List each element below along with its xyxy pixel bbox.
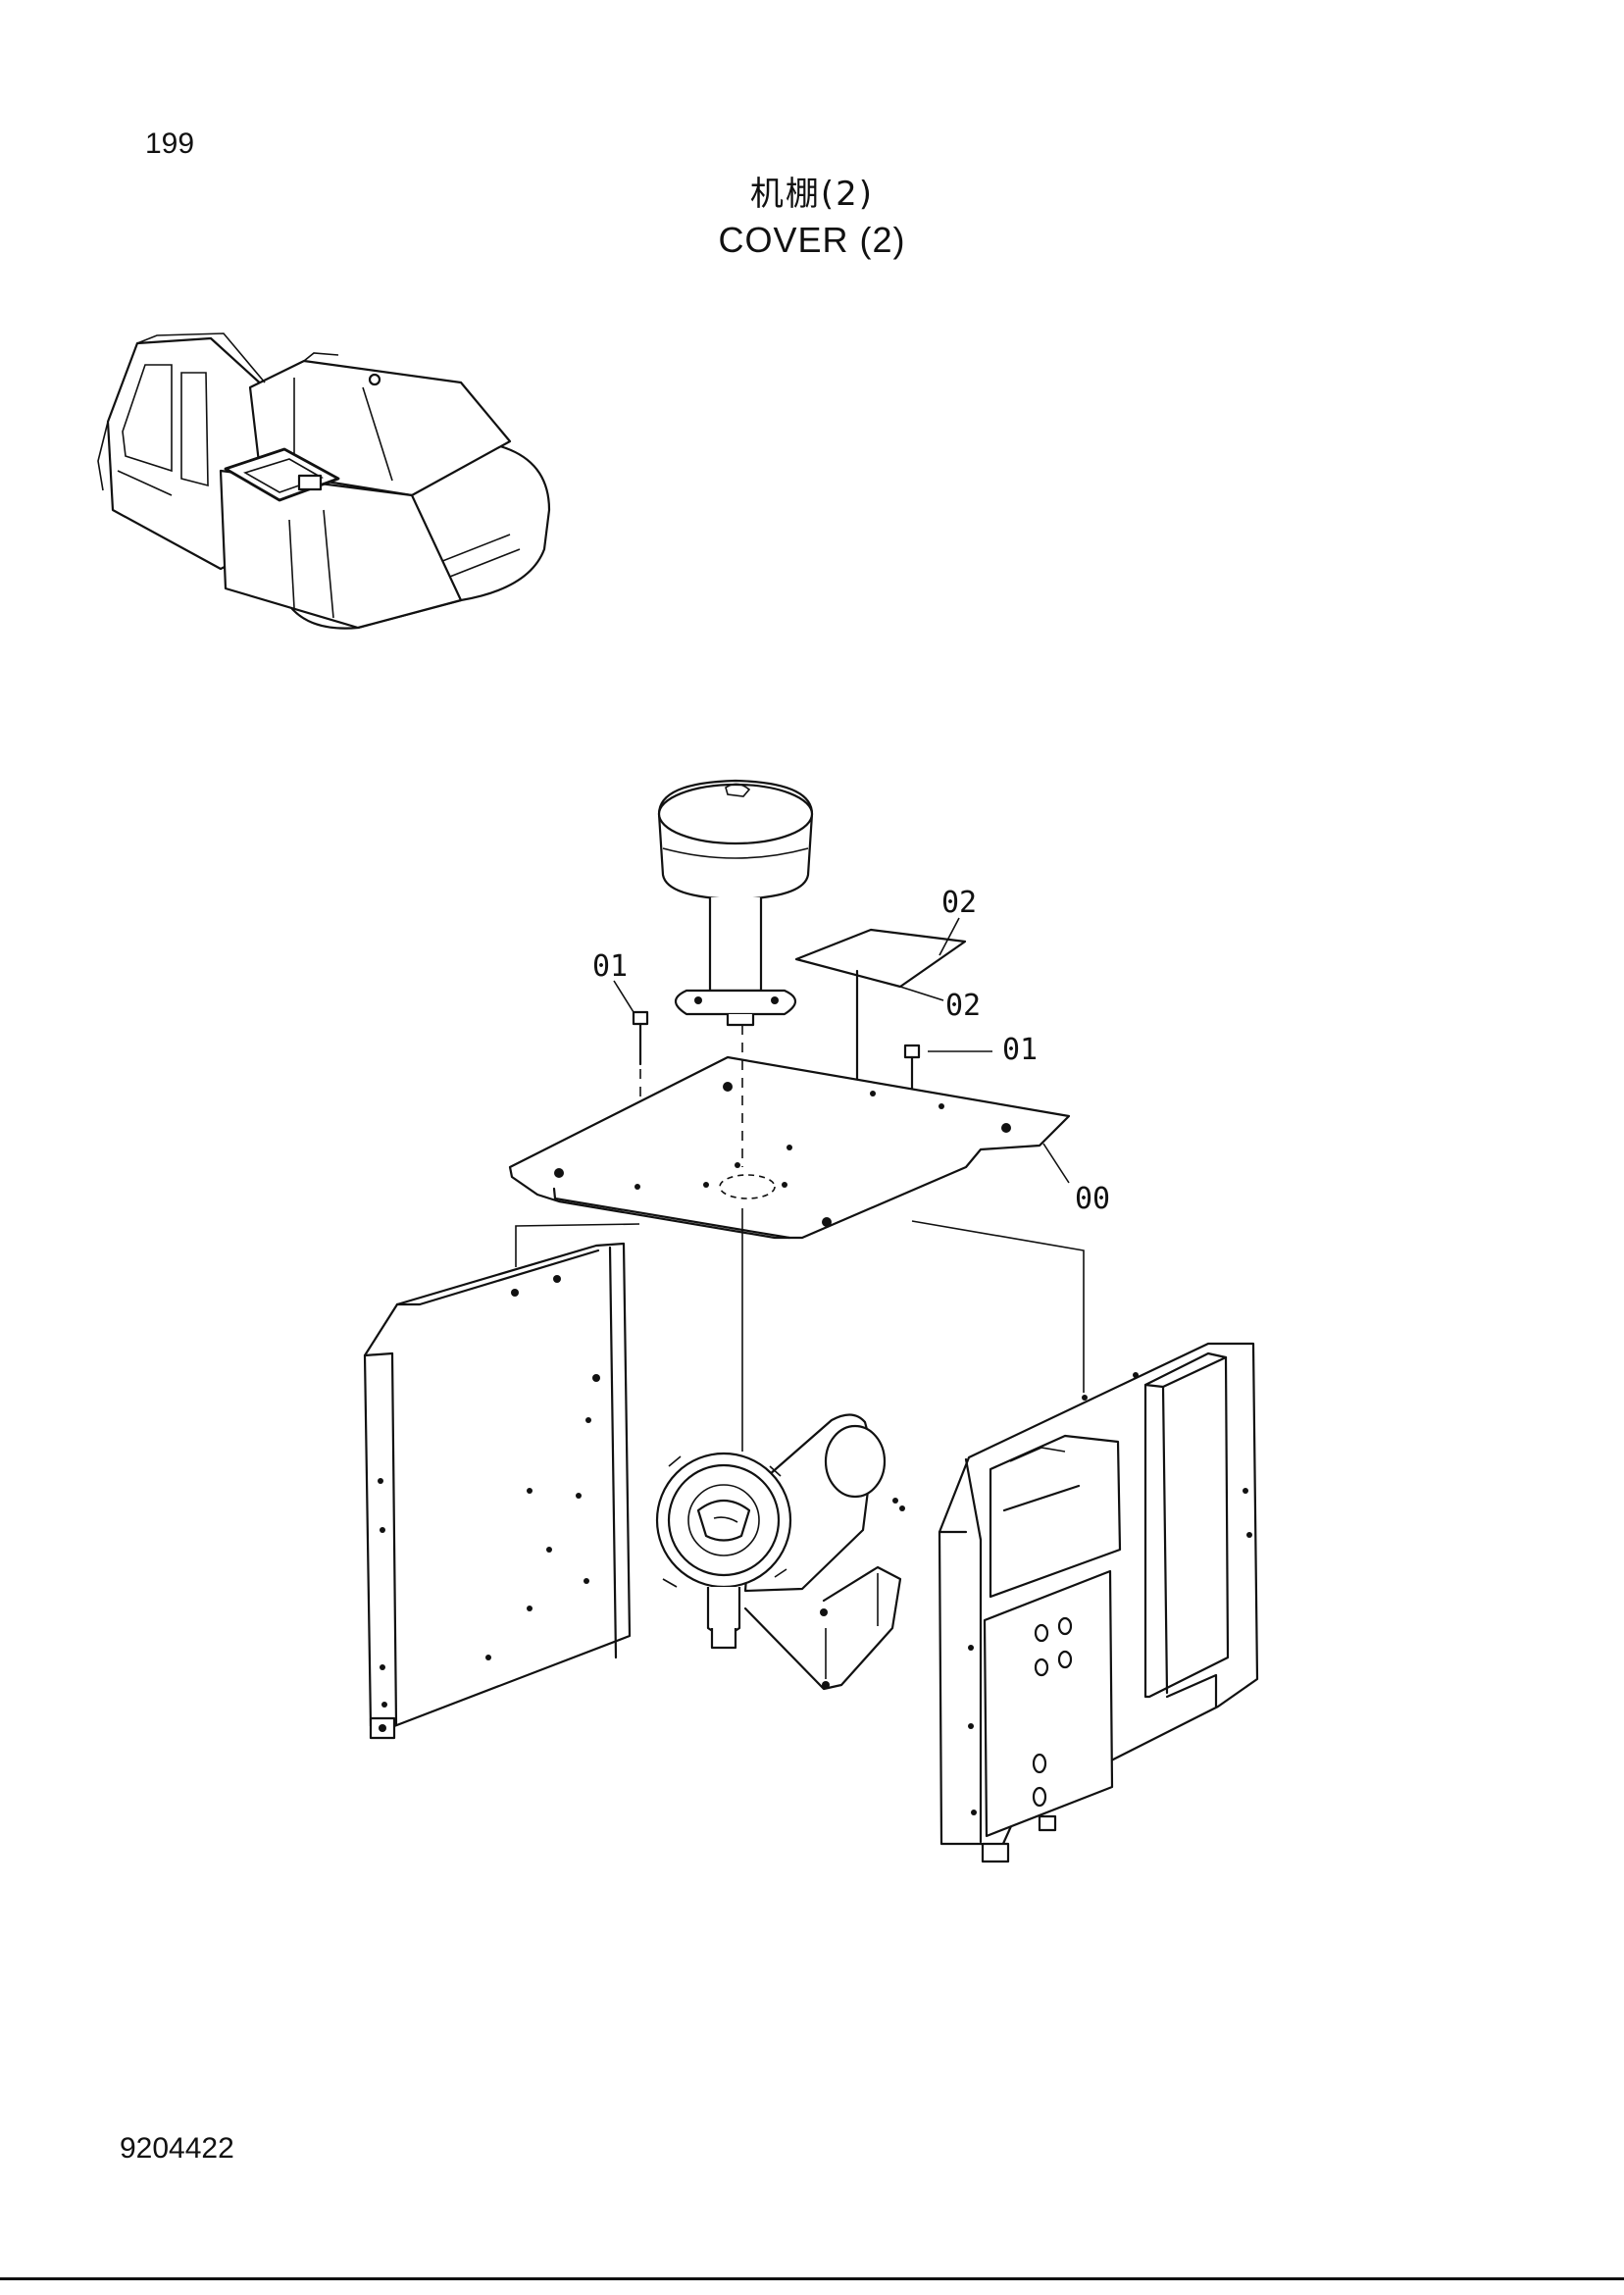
excavator-thumbnail bbox=[97, 332, 551, 630]
title-english: COVER (2) bbox=[718, 220, 906, 260]
title-block: 机棚(2) COVER (2) bbox=[0, 172, 1624, 264]
callout-02-top: 02 bbox=[941, 886, 977, 920]
callout-01-right: 01 bbox=[1002, 1033, 1038, 1067]
document-number: 9204422 bbox=[120, 2132, 234, 2165]
callout-leaders bbox=[613, 917, 1070, 1184]
cover-plate bbox=[508, 1055, 1071, 1240]
air-cleaner-body bbox=[655, 1413, 905, 1691]
callout-00: 00 bbox=[1075, 1182, 1110, 1216]
assembly-lines bbox=[515, 1025, 1085, 1452]
left-side-panel bbox=[363, 1242, 632, 1740]
title-chinese: 机棚(2) bbox=[749, 175, 875, 214]
air-intake-precleaner bbox=[657, 779, 814, 1027]
callout-01-left: 01 bbox=[592, 949, 628, 984]
page-number: 199 bbox=[145, 128, 195, 160]
bottom-rule bbox=[0, 2277, 1624, 2280]
right-side-panel bbox=[938, 1342, 1259, 1863]
callout-02-lower: 02 bbox=[945, 989, 981, 1023]
